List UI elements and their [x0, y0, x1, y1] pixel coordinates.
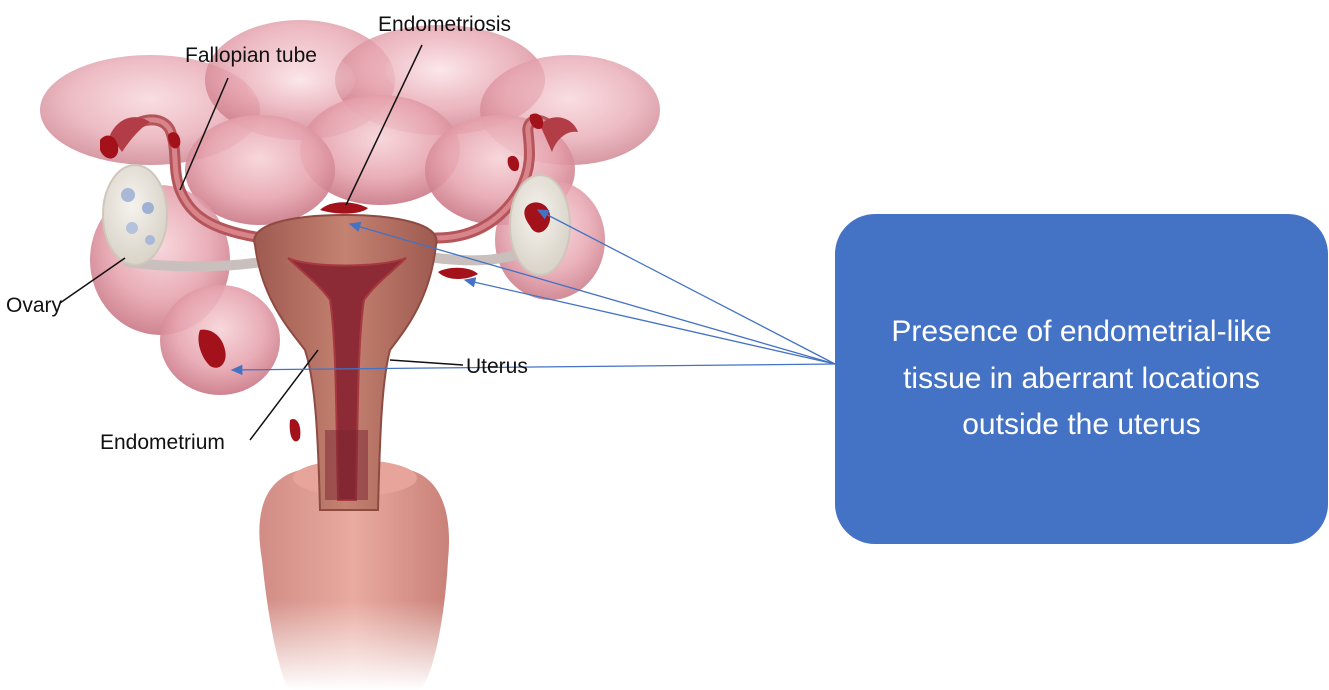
callout-box: Presence of endometrial-like tissue in a… — [835, 214, 1328, 544]
label-uterus: Uterus — [466, 356, 528, 377]
left-ovary — [103, 165, 167, 265]
label-fallopian-tube: Fallopian tube — [185, 45, 317, 66]
label-endometrium: Endometrium — [100, 432, 225, 453]
callout-text: Presence of endometrial-like tissue in a… — [882, 309, 1282, 449]
label-endometriosis: Endometriosis — [378, 14, 511, 35]
label-ovary: Ovary — [6, 295, 62, 316]
uterus-body — [254, 215, 436, 510]
